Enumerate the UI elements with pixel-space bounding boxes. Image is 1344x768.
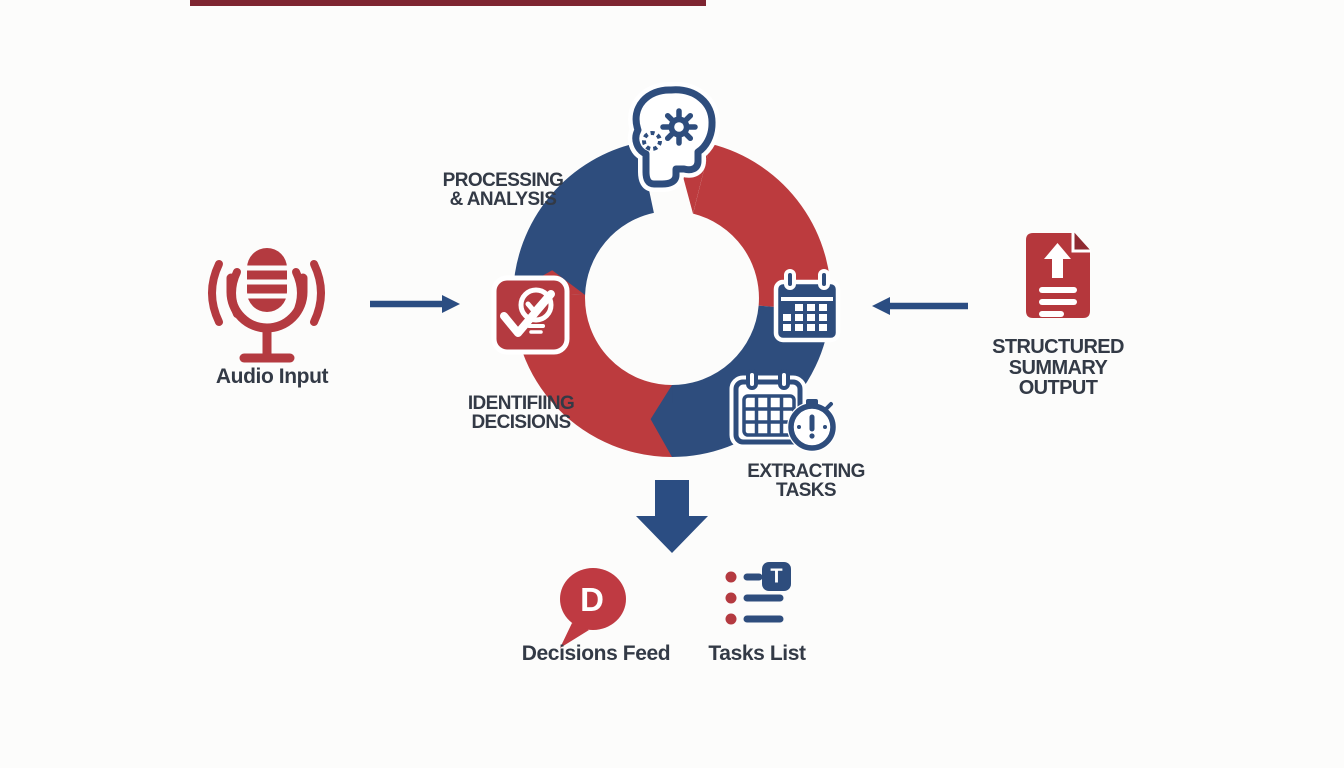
ring-segment-blue-topleft [513, 142, 656, 297]
badge-letter: T [770, 565, 783, 588]
calendar-icon [773, 269, 841, 343]
flow-arrow-output [872, 297, 968, 315]
output-line1: STRUCTURED [992, 336, 1124, 358]
sound-wave-right-outer [310, 260, 325, 326]
sound-wave-left-outer [208, 260, 223, 326]
flow-arrow-input [370, 295, 460, 313]
speech-bubble-icon [560, 568, 626, 648]
output-line2: SUMMARY [1008, 356, 1108, 379]
calendar-stopwatch-icon [729, 369, 837, 452]
identifying-decisions-label: IDENTIFIING DECISIONS [467, 393, 575, 433]
output-line3: OUTPUT [1018, 377, 1098, 399]
identifying-line1: IDENTIFIING [467, 393, 575, 414]
microphone-icon [208, 248, 325, 363]
extracting-line2: TASKS [776, 480, 837, 501]
task-list-icon [725, 562, 791, 625]
flow-arrow-down [636, 480, 708, 553]
audio-input-label: Audio Input [215, 365, 329, 388]
structured-summary-output-label: STRUCTURED SUMMARY OUTPUT [992, 337, 1124, 399]
upload-arrow [1044, 243, 1071, 278]
ring-chevron-bottom [650, 385, 672, 457]
extracting-line1: EXTRACTING [747, 461, 865, 482]
processing-analysis-label: PROCESSING & ANALYSIS [443, 171, 564, 209]
document-upload-icon [1026, 231, 1091, 318]
identifying-line2: DECISIONS [471, 412, 571, 433]
processing-line1: PROCESSING [442, 170, 564, 191]
decisions-feed-label: Decisions Feed [521, 642, 671, 665]
bubble-letter: D [580, 581, 604, 618]
top-accent-bar [190, 0, 706, 6]
extracting-tasks-label: EXTRACTING TASKS [747, 462, 865, 500]
tasks-list-label: Tasks List [708, 642, 806, 665]
processing-line2: & ANALYSIS [449, 189, 557, 210]
brain-gear-icon [627, 81, 720, 192]
lightbulb-check-icon [491, 275, 570, 355]
